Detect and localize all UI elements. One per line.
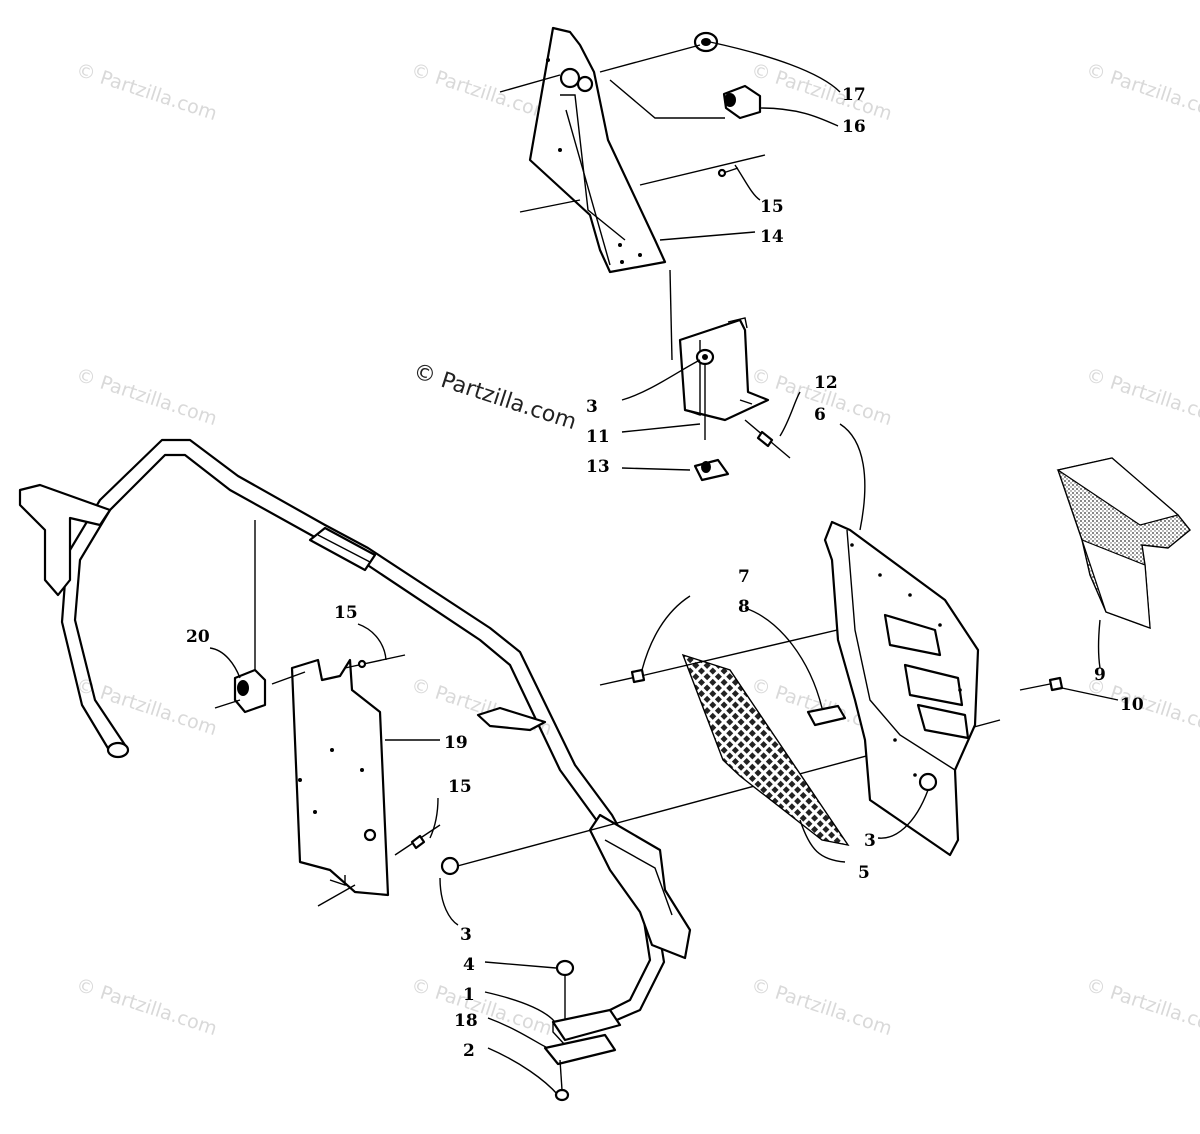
part-17-grommet <box>693 31 719 53</box>
watermark: © Partzilla.com <box>748 974 894 1040</box>
callout-20: 20 <box>186 627 210 647</box>
watermark: © Partzilla.com <box>1083 364 1200 430</box>
part-2-bolt <box>554 1059 570 1102</box>
bumper-frame <box>18 438 692 1066</box>
callout-5: 5 <box>858 863 870 883</box>
part-3-nut <box>918 772 938 792</box>
callout-labels: 17 16 15 14 3 11 13 12 6 7 8 9 10 3 5 20… <box>186 85 1144 1061</box>
callout-19: 19 <box>444 733 468 753</box>
part-13-plate <box>693 458 730 482</box>
part-8-spacer <box>806 704 847 727</box>
watermark: © Partzilla.com <box>1083 59 1200 125</box>
part-6-side-panel <box>823 520 980 857</box>
callout-15: 15 <box>448 777 472 797</box>
watermark: © Partzilla.com <box>73 974 219 1040</box>
watermark: © Partzilla.com <box>73 364 219 430</box>
part-7-screw <box>599 668 646 686</box>
callout-1: 1 <box>463 985 475 1005</box>
watermark: © Partzilla.com <box>408 59 554 125</box>
part-19-panel <box>290 658 390 897</box>
watermark: © Partzilla.com <box>73 674 219 740</box>
part-5-mesh-screen <box>681 653 850 847</box>
callout-3: 3 <box>586 397 598 417</box>
part-4-nut <box>555 959 575 977</box>
part-9-foam-pad <box>1056 457 1191 630</box>
callout-15: 15 <box>334 603 358 623</box>
part-10-screw <box>1019 676 1064 692</box>
part-14-upper-bracket <box>528 26 667 274</box>
callout-16: 16 <box>842 117 866 137</box>
part-12-screw <box>744 419 791 459</box>
part-16-bushing <box>722 84 762 120</box>
callout-12: 12 <box>814 373 838 393</box>
watermark: © Partzilla.com <box>748 59 894 125</box>
callout-4: 4 <box>463 955 475 975</box>
callout-7: 7 <box>738 567 750 587</box>
callout-14: 14 <box>760 227 784 247</box>
callout-3: 3 <box>864 831 876 851</box>
watermark: © Partzilla.com <box>408 674 554 740</box>
callout-18: 18 <box>454 1011 478 1031</box>
callout-3: 3 <box>460 925 472 945</box>
callout-11: 11 <box>586 427 610 447</box>
part-15-screw <box>717 167 739 178</box>
part-15-screw <box>344 654 406 669</box>
part-20-bushing <box>233 668 267 714</box>
part-11-mount-bracket <box>678 317 770 440</box>
callout-6: 6 <box>814 405 826 425</box>
callout-2: 2 <box>463 1041 475 1061</box>
callout-10: 10 <box>1120 695 1144 715</box>
copyright-notice: © Partzilla.com <box>410 359 579 435</box>
callout-9: 9 <box>1094 665 1106 685</box>
callout-8: 8 <box>738 597 750 617</box>
callout-15: 15 <box>760 197 784 217</box>
callout-17: 17 <box>842 85 866 105</box>
watermark: © Partzilla.com <box>1083 974 1200 1040</box>
watermark: © Partzilla.com <box>73 59 219 125</box>
callout-13: 13 <box>586 457 610 477</box>
